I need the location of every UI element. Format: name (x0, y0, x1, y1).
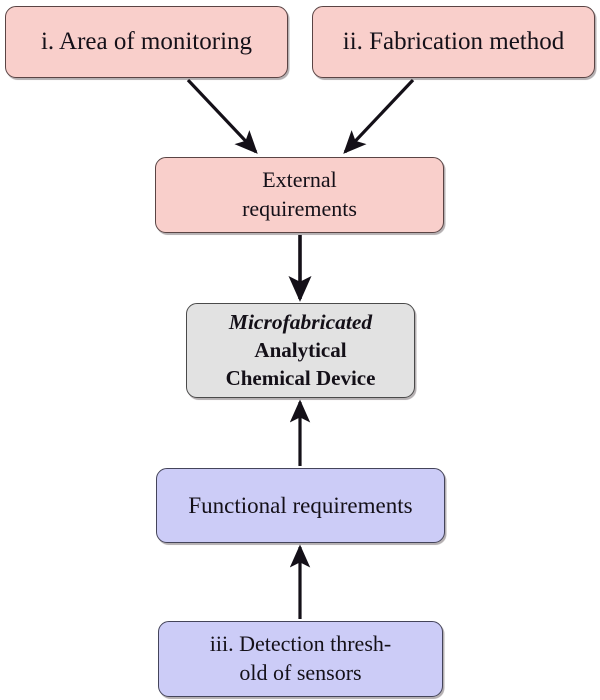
node-microfabricated-analytical-chemical-device[interactable]: Microfabricated Analytical Chemical Devi… (186, 303, 415, 398)
node-device-label-line-1: Microfabricated (228, 310, 373, 335)
node-external-requirements-label-line-1: External (262, 167, 337, 193)
edge-area-monitoring-to-external (186, 78, 258, 154)
node-detection-threshold-label-line-1: iii. Detection thresh- (209, 631, 392, 657)
node-detection-threshold-label-line-2: old of sensors (239, 660, 362, 685)
node-device-label-line-3: Chemical Device (225, 365, 376, 390)
node-external-requirements[interactable]: External requirements (155, 157, 444, 233)
node-detection-threshold-of-sensors[interactable]: iii. Detection thresh- old of sensors (158, 621, 443, 697)
node-area-of-monitoring[interactable]: i. Area of monitoring (5, 6, 288, 78)
node-fabrication-method[interactable]: ii. Fabrication method (312, 6, 595, 78)
node-external-requirements-label-line-2: requirements (242, 196, 357, 221)
node-fabrication-method-label: ii. Fabrication method (342, 28, 565, 55)
node-functional-requirements[interactable]: Functional requirements (156, 468, 445, 543)
edge-fabrication-method-to-external (343, 78, 415, 154)
node-area-of-monitoring-label: i. Area of monitoring (40, 28, 253, 55)
node-functional-requirements-label: Functional requirements (188, 492, 413, 518)
node-device-label-line-2: Analytical (254, 337, 347, 362)
